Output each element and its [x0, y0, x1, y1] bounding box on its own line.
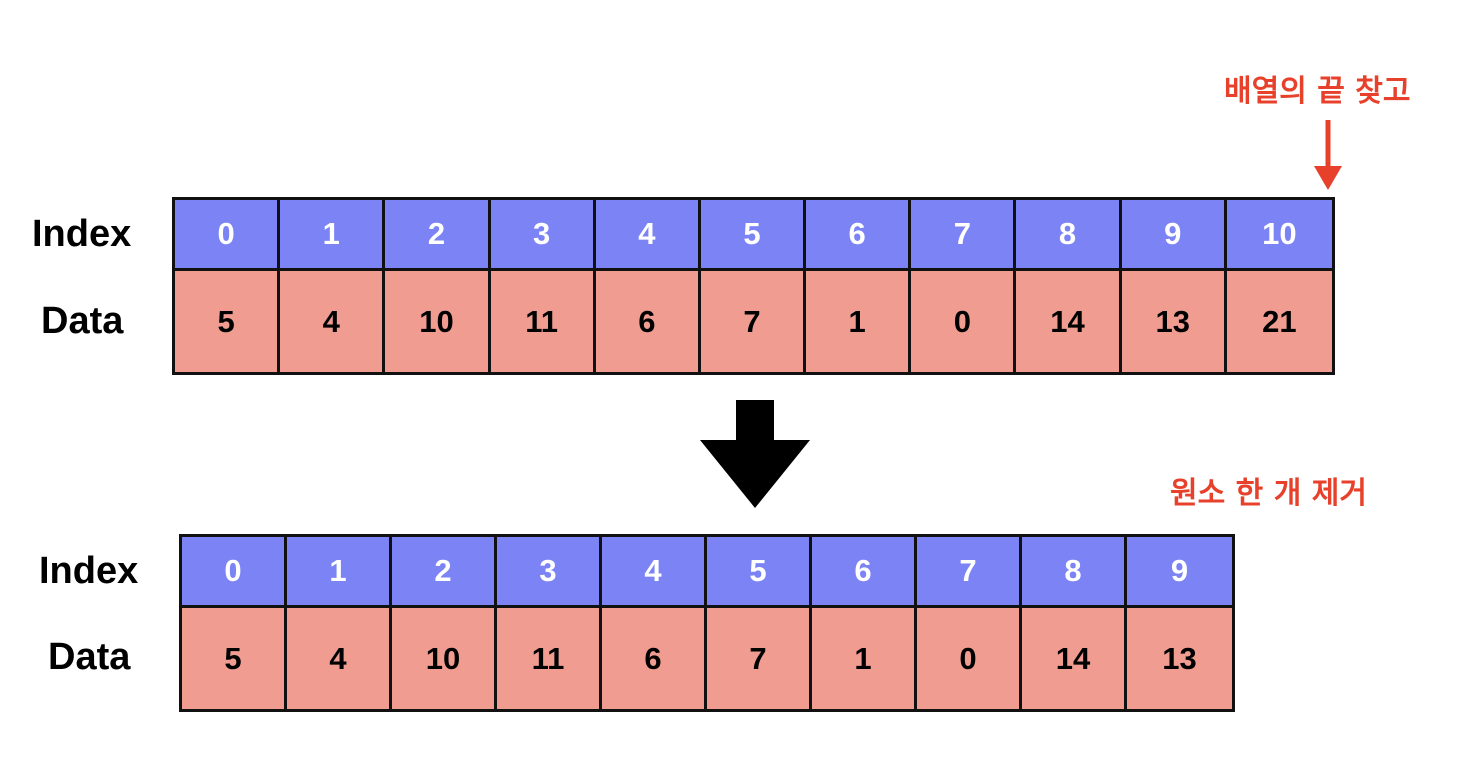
after-data-cell: 14 [1022, 608, 1127, 709]
after-data-cell: 6 [602, 608, 707, 709]
before-data-cell: 6 [595, 271, 701, 372]
before-index-cell: 8 [1016, 200, 1122, 271]
transition-arrow-icon [700, 400, 810, 508]
before-index-cell: 5 [700, 200, 807, 271]
after-index-cell: 0 [182, 537, 287, 608]
before-data-cell: 10 [385, 271, 491, 372]
before-index-label: Index [32, 213, 132, 255]
after-index-cell: 1 [287, 537, 392, 608]
remove-one-annotation: 원소 한 개 제거 [1170, 476, 1367, 511]
before-data-cell: 13 [1121, 271, 1227, 372]
before-index-cell: 0 [175, 200, 281, 271]
after-data-cell: 5 [182, 608, 287, 709]
before-index-cell: 4 [595, 200, 701, 271]
after-data-cell: 0 [917, 608, 1022, 709]
before-index-cell: 7 [911, 200, 1017, 271]
before-index-cell: 6 [806, 200, 912, 271]
after-index-cell: 3 [497, 537, 602, 608]
after-index-cell: 4 [602, 537, 707, 608]
after-data-cell: 4 [287, 608, 392, 709]
before-index-cell: 9 [1121, 200, 1227, 271]
after-data-cell: 1 [812, 608, 917, 709]
before-index-cell: 2 [385, 200, 491, 271]
before-index-cell: 3 [490, 200, 596, 271]
before-index-cell: 1 [280, 200, 386, 271]
find-end-annotation: 배열의 끝 찾고 [1224, 74, 1411, 109]
before-index-cell: 10 [1226, 200, 1332, 271]
after-data-cell: 10 [392, 608, 497, 709]
after-data-cell: 7 [707, 608, 812, 709]
before-data-cell: 1 [806, 271, 912, 372]
before-data-cell: 7 [700, 271, 807, 372]
after-index-label: Index [39, 550, 139, 592]
before-data-cell: 11 [490, 271, 596, 372]
before-data-cell: 5 [175, 271, 281, 372]
before-data-cell: 0 [911, 271, 1017, 372]
after-data-cell: 11 [497, 608, 602, 709]
after-index-cell: 7 [917, 537, 1022, 608]
after-index-cell: 2 [392, 537, 497, 608]
before-data-label: Data [41, 300, 124, 342]
after-index-cell: 5 [707, 537, 812, 608]
end-pointer-arrow-icon [1314, 120, 1342, 190]
after-data-cell: 13 [1127, 608, 1232, 709]
before-data-cell: 14 [1016, 271, 1122, 372]
after-index-cell: 9 [1127, 537, 1232, 608]
after-index-cell: 8 [1022, 537, 1127, 608]
after-index-cell: 6 [812, 537, 917, 608]
before-data-cell: 4 [280, 271, 386, 372]
before-data-cell: 21 [1226, 271, 1332, 372]
after-data-label: Data [48, 636, 131, 678]
